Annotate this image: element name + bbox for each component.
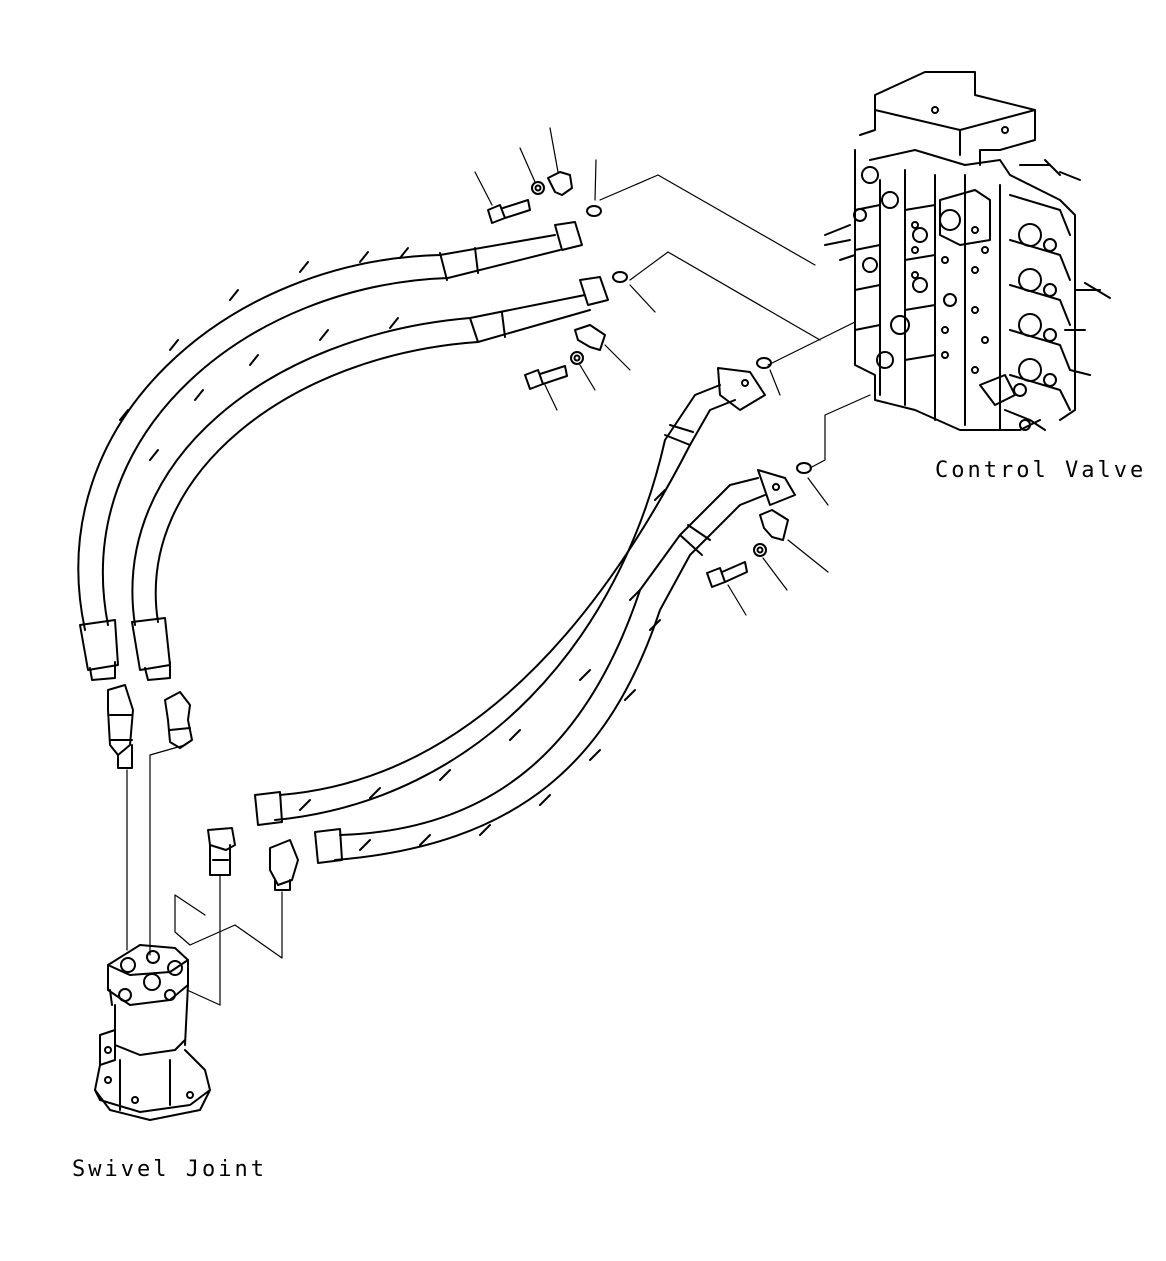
port-leader-lines: [599, 174, 871, 469]
fittings-group-2: [524, 271, 656, 411]
hose-2: [131, 276, 609, 681]
hose-3: [254, 367, 766, 826]
adapters: [107, 684, 299, 891]
swivel-leader-lines: [126, 744, 283, 1006]
swivel-joint-label: Swivel Joint: [72, 1157, 267, 1182]
fittings-group-1: [474, 127, 602, 224]
control-valve: [824, 71, 1111, 431]
hose-4: [314, 469, 796, 864]
fittings-group-3: [756, 357, 781, 396]
fittings-group-4: [706, 462, 829, 616]
hose-1: [77, 221, 583, 681]
control-valve-label: Control Valve: [935, 458, 1147, 483]
swivel-joint: [94, 944, 211, 1121]
